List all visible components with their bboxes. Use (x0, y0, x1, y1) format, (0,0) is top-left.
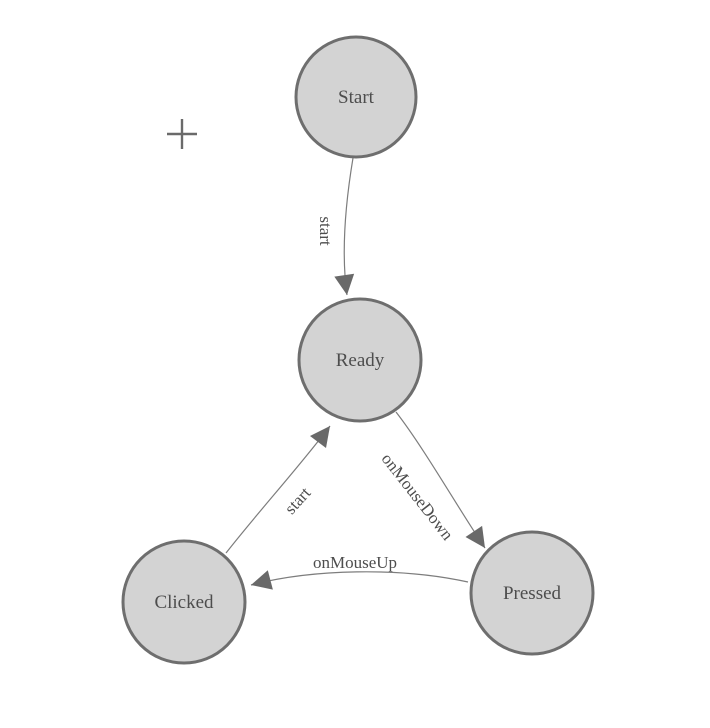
node-clicked-circle[interactable] (121, 539, 247, 665)
node-clicked[interactable]: Clicked (121, 539, 247, 665)
edge-label-clicked-to-ready: start (281, 483, 315, 518)
node-pressed-circle[interactable] (469, 530, 595, 656)
edge-start-to-ready[interactable]: start (316, 157, 355, 296)
node-start[interactable]: Start (294, 35, 418, 159)
node-start-label: Start (338, 87, 375, 108)
edge-clicked-to-ready[interactable]: start (225, 425, 331, 554)
node-pressed[interactable]: Pressed (469, 530, 595, 656)
edge-label-pressed-to-clicked: onMouseUp (313, 553, 397, 572)
edge-label-ready-to-pressed: onMouseDown (378, 450, 458, 545)
node-ready-label: Ready (336, 350, 385, 371)
node-ready[interactable]: Ready (297, 297, 423, 423)
node-clicked-label: Clicked (154, 592, 214, 613)
edge-ready-to-pressed[interactable]: onMouseDown (378, 411, 486, 549)
edge-label-start-to-ready: start (316, 216, 335, 246)
edge-pressed-to-clicked[interactable]: onMouseUp (250, 553, 469, 590)
node-start-circle[interactable] (294, 35, 418, 159)
node-ready-circle[interactable] (297, 297, 423, 423)
crosshair-cursor-icon (167, 119, 197, 149)
node-pressed-label: Pressed (503, 583, 562, 604)
